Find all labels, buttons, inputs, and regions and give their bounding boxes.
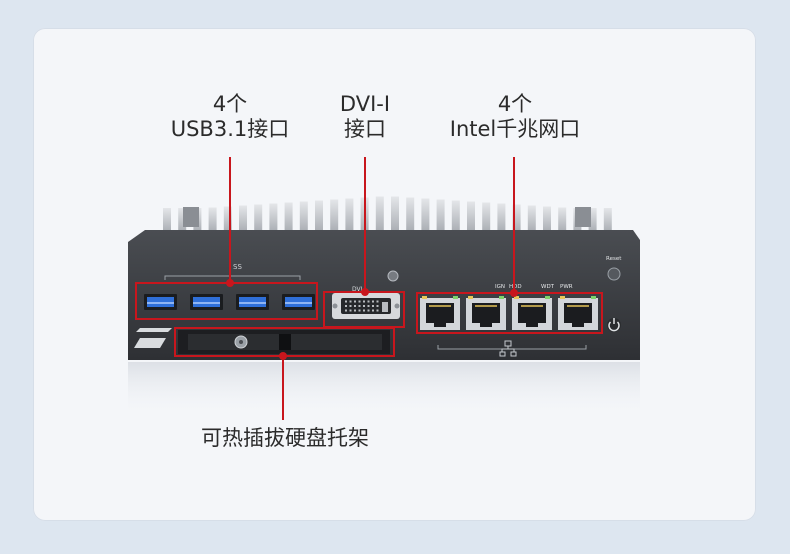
heatsink-fin: [482, 202, 491, 232]
usb-port: [144, 294, 177, 310]
callout-dots: [226, 279, 518, 360]
heatsink-fin: [451, 200, 460, 232]
heatsink-fin: [163, 208, 171, 232]
heatsink-fin: [299, 201, 308, 232]
brand-stripes: [134, 328, 172, 348]
usb-ports-group: SS: [144, 263, 315, 310]
heatsink-fin: [239, 205, 247, 232]
heatsink-fin: [527, 205, 536, 232]
heatsink-fin: [421, 198, 430, 232]
heatsink: [163, 196, 612, 232]
heatsink-fin: [178, 208, 187, 232]
heatsink-fin: [375, 196, 384, 232]
heatsink-fin: [467, 201, 475, 232]
heatsink-fin: [436, 199, 445, 232]
heatsink-fin: [223, 206, 232, 232]
lan-port: [558, 296, 598, 330]
usb-ports-label: 4个 USB3.1接口: [170, 92, 290, 141]
network-icon: [499, 340, 517, 357]
reset-button[interactable]: [607, 267, 621, 281]
heatsink-fin: [512, 204, 521, 232]
lan-callout-box: [416, 292, 603, 334]
panel-screw: [387, 270, 399, 282]
heatsink-fin: [254, 204, 263, 232]
lan-port: [512, 296, 552, 330]
dvi-port-text: DVI-I: [352, 286, 367, 293]
pwr-led-label: PWR: [560, 284, 573, 290]
hdd-tray-label: 可热插拔硬盘托架: [201, 426, 369, 450]
chassis-reflection: [128, 362, 640, 417]
heatsink-fin: [345, 198, 354, 232]
usb-port: [236, 294, 269, 310]
dvi-port-label: DVI-I 接口: [339, 92, 391, 141]
lan-ports-group: [420, 296, 598, 330]
lan-ports-label: 4个 Intel千兆网口: [449, 92, 581, 141]
hdd-led-label: HDD: [509, 284, 522, 290]
heatsink-fin: [269, 203, 278, 232]
lan-port: [466, 296, 506, 330]
ign-led-label: IGN: [495, 284, 505, 290]
dvi-port: DVI-I: [332, 286, 400, 319]
heatsink-fin: [406, 197, 415, 232]
heatsink-fin: [588, 208, 597, 232]
heatsink-fin: [603, 208, 612, 232]
heatsink-fin: [543, 206, 551, 232]
usb-port: [282, 294, 315, 310]
lan-port: [420, 296, 460, 330]
hdd-tray[interactable]: [178, 330, 390, 354]
heatsink-fin: [497, 203, 506, 232]
heatsink-fin: [284, 202, 293, 232]
power-button[interactable]: [607, 318, 621, 332]
wdt-led-label: WDT: [541, 284, 555, 290]
mounting-ear-left: [183, 207, 199, 227]
mounting-ear-right: [575, 207, 591, 227]
heatsink-fin: [558, 207, 567, 232]
usb-port: [190, 294, 223, 310]
heatsink-fin: [330, 199, 339, 232]
reset-label: Reset: [606, 256, 622, 262]
heatsink-fin: [391, 196, 399, 232]
callout-lines: [229, 157, 515, 420]
usb-ss-logo: SS: [233, 263, 242, 271]
heatsink-fin: [208, 207, 217, 232]
heatsink-fin: [315, 200, 323, 232]
